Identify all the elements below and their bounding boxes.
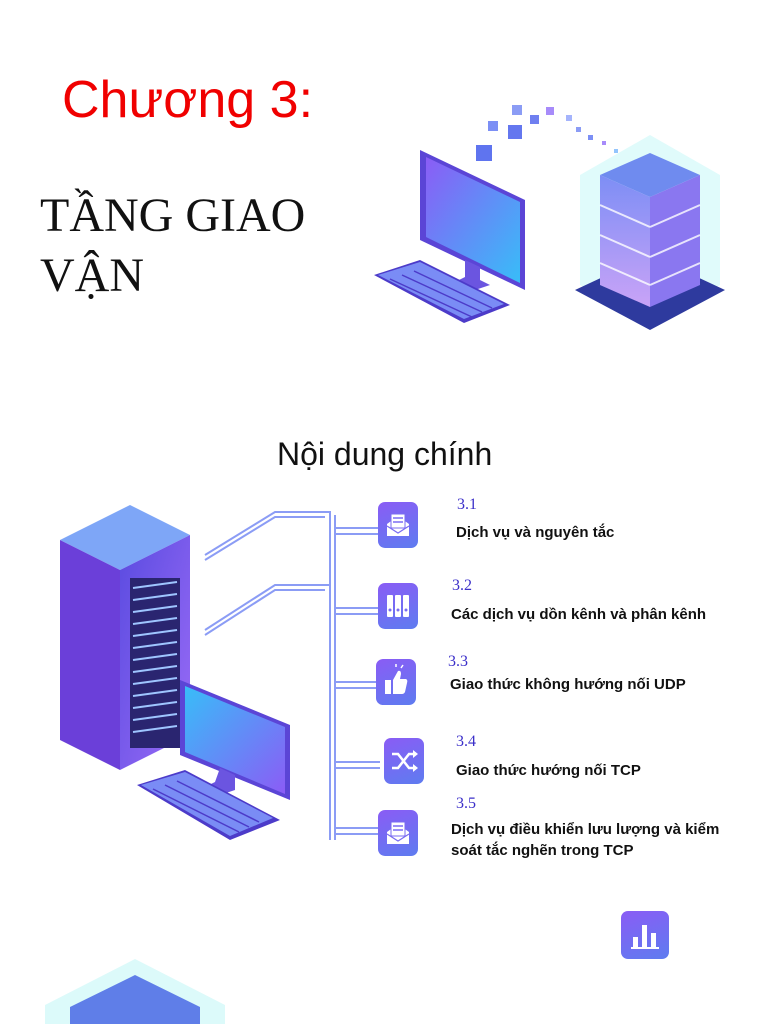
shuffle-icon [392,750,418,772]
envelope-document-icon [386,821,410,844]
toc-item-4-number: 3.4 [456,733,476,750]
data-blocks-icon [476,105,618,161]
toc-item-1-number: 3.1 [457,496,477,513]
computer-server-illustration [374,105,725,330]
toc-item-3-badge[interactable] [376,659,416,705]
toc-item-2-badge[interactable] [378,583,418,629]
keyboard-icon [137,770,280,840]
chapter-title-line-1: TẦNG GIAO [40,189,306,242]
server-rack-illustration [60,505,331,840]
toc-item-5-label-line-1: Dịch vụ điều khiển lưu lượng và kiểm [451,821,720,838]
toc-item-4-label[interactable]: Giao thức hướng nối TCP [456,762,641,779]
toc-item-4-badge[interactable] [384,738,424,784]
toc-item-2-label[interactable]: Các dịch vụ dồn kênh và phân kênh [451,606,707,623]
toc-item-1-badge[interactable] [378,502,418,548]
toc-heading: Nội dung chính [277,436,493,472]
server-icon [575,135,725,330]
server-hexagon-decoration [45,959,225,1024]
chapter-title: TẦNG GIAO VẬN [40,186,360,306]
toc-item-1-label[interactable]: Dịch vụ và nguyên tắc [456,524,615,541]
envelope-document-icon [386,513,410,536]
chapter-title-line-2: VẬN [40,249,144,302]
toc-item-2-number: 3.2 [452,577,472,594]
toc-item-5-label-line-2: soát tắc nghẽn trong TCP [451,842,634,859]
toc-item-5-number: 3.5 [456,795,476,812]
toc-item-5-badge[interactable] [378,810,418,856]
binders-icon [387,595,409,617]
thumbs-up-icon [385,664,408,694]
chapter-number: Chương 3: [62,71,314,129]
toc-item-5-label[interactable]: Dịch vụ điều khiển lưu lượng và kiểm soá… [451,819,761,861]
monitor-icon [420,150,525,295]
toc-item-3-label[interactable]: Giao thức không hướng nối UDP [450,676,686,693]
chart-badge[interactable] [621,911,669,959]
bar-chart-icon [631,925,659,949]
toc-item-3-number: 3.3 [448,653,468,670]
toc-connector-ladder [329,515,380,840]
server-rack-icon [60,505,190,770]
keyboard-icon [374,260,510,323]
